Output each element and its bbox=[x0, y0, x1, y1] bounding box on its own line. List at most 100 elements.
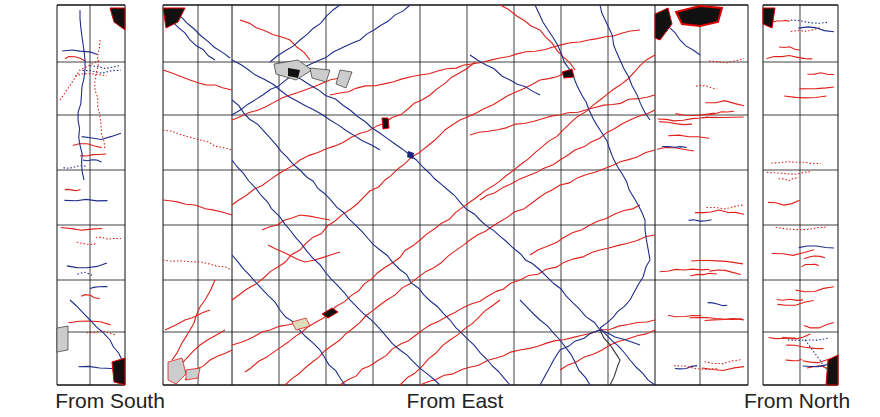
crack-line bbox=[83, 160, 102, 162]
crack-line bbox=[64, 199, 107, 200]
crack-line bbox=[165, 310, 210, 330]
crack-line bbox=[662, 147, 687, 148]
crack-line bbox=[782, 334, 810, 339]
crack-line bbox=[340, 235, 655, 385]
crack-line bbox=[530, 205, 640, 255]
view-label: From South bbox=[55, 390, 165, 411]
crack-line bbox=[535, 5, 650, 328]
crack-line bbox=[80, 154, 106, 156]
crack-line bbox=[798, 27, 834, 32]
crack-line bbox=[262, 215, 330, 230]
crack-line bbox=[175, 12, 230, 58]
crack-line bbox=[600, 5, 650, 120]
crack-line bbox=[660, 269, 710, 272]
crack-line bbox=[420, 320, 655, 385]
crack-line bbox=[180, 330, 225, 365]
crack-line bbox=[330, 30, 640, 95]
crack-line bbox=[470, 95, 655, 135]
crack-line bbox=[784, 96, 826, 98]
crack-line bbox=[96, 237, 121, 239]
crack-line bbox=[796, 287, 834, 292]
crack-line bbox=[772, 21, 790, 23]
crack-line bbox=[690, 273, 717, 276]
crack-line bbox=[768, 200, 800, 205]
crack-line bbox=[232, 78, 340, 120]
view-label: From North bbox=[744, 390, 850, 411]
crack-line bbox=[77, 242, 97, 244]
crack-line bbox=[65, 189, 81, 190]
crack-line bbox=[95, 40, 105, 150]
crack-line bbox=[777, 301, 813, 306]
crack-line bbox=[540, 330, 600, 385]
crack-line bbox=[520, 300, 590, 385]
crack-line bbox=[232, 60, 380, 150]
crack-line bbox=[695, 210, 744, 214]
crack-line bbox=[704, 360, 741, 364]
crack-line bbox=[90, 65, 121, 68]
crack-line bbox=[690, 317, 742, 319]
crack-line bbox=[163, 70, 232, 90]
crack-line bbox=[675, 113, 714, 115]
crack-line bbox=[691, 260, 743, 263]
crack-line bbox=[707, 205, 744, 209]
crack-line bbox=[786, 345, 823, 348]
crack-line bbox=[70, 300, 122, 360]
crack-line bbox=[778, 178, 798, 181]
crack-line bbox=[600, 330, 620, 385]
crack-line bbox=[78, 272, 95, 275]
cracks bbox=[60, 5, 836, 385]
crack-line bbox=[232, 160, 440, 385]
crack-line bbox=[767, 56, 813, 59]
crack-line bbox=[658, 117, 709, 121]
crack-line bbox=[67, 263, 107, 268]
crack-line bbox=[285, 150, 655, 385]
crack-line bbox=[600, 328, 655, 385]
crack-line bbox=[801, 264, 818, 266]
crack-line bbox=[772, 250, 814, 256]
crack-line bbox=[73, 144, 102, 148]
crack-line bbox=[708, 303, 728, 306]
crack-line bbox=[81, 295, 100, 299]
crack-line bbox=[799, 246, 834, 248]
crack-line bbox=[702, 367, 744, 371]
crack-line bbox=[776, 227, 826, 230]
crack-line bbox=[767, 172, 812, 175]
crack-line bbox=[62, 50, 97, 55]
crack-line bbox=[232, 100, 510, 385]
crack-line bbox=[709, 58, 744, 62]
crack-line bbox=[172, 280, 215, 360]
crack-line bbox=[804, 256, 825, 259]
crack-line bbox=[689, 220, 712, 221]
crack-line bbox=[163, 130, 232, 150]
crack-line bbox=[232, 62, 475, 205]
crack-line bbox=[232, 255, 345, 385]
crack-line bbox=[245, 55, 655, 372]
crack-line bbox=[470, 55, 540, 95]
view-label: From East bbox=[407, 390, 504, 411]
crack-line bbox=[668, 135, 709, 138]
crack-line bbox=[60, 60, 100, 100]
crack-line bbox=[185, 350, 232, 380]
crack-line bbox=[709, 270, 741, 275]
crack-line bbox=[232, 73, 565, 300]
voids bbox=[57, 6, 838, 385]
crack-line bbox=[280, 66, 640, 345]
crack-line bbox=[791, 20, 829, 23]
crack-line bbox=[65, 57, 85, 61]
crack-line bbox=[78, 10, 85, 180]
crack-line bbox=[807, 73, 834, 75]
crack-line bbox=[83, 70, 121, 73]
crack-line bbox=[696, 85, 717, 89]
crack-line bbox=[785, 359, 801, 360]
grid bbox=[57, 5, 838, 385]
crack-line bbox=[480, 110, 655, 200]
crack-line bbox=[90, 287, 107, 289]
crack-line bbox=[61, 228, 103, 231]
crack-line bbox=[702, 116, 743, 118]
crack-line bbox=[270, 5, 340, 62]
crack-line bbox=[232, 5, 410, 115]
crack-line bbox=[163, 260, 232, 270]
crack-line bbox=[777, 299, 803, 300]
